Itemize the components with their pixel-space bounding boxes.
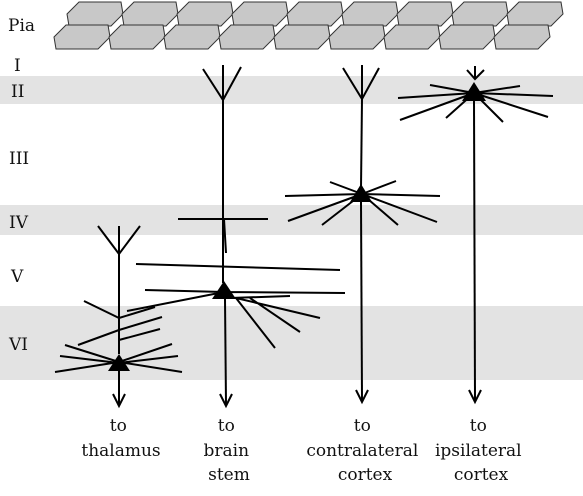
axon (473, 100, 476, 401)
pia-cell (341, 1, 399, 27)
basal-dendrites (397, 84, 554, 123)
target-line: to (470, 416, 487, 436)
target-line: thalamus (81, 441, 160, 461)
target-line: contralateral (306, 441, 418, 461)
neuron-ipsilateral-projecting (397, 66, 554, 405)
axon-arrowhead-icon (112, 393, 126, 409)
pia-cell (438, 24, 496, 50)
apical-tuft (466, 66, 485, 81)
basal-dendrites (284, 180, 441, 226)
band-layer-vi (0, 306, 583, 380)
layer-label-iv: IV (9, 213, 29, 233)
axon (360, 201, 363, 401)
pia-cell (506, 1, 564, 27)
target-line: cortex (454, 465, 509, 485)
target-line: brain (204, 441, 250, 461)
oblique-dendrites (135, 218, 341, 271)
pia-cell (231, 1, 289, 27)
pia-cell-layer (53, 1, 564, 50)
pia-cell (396, 1, 454, 27)
pia-cell (493, 24, 551, 50)
axon-arrowhead-icon (219, 393, 233, 409)
target-line: stem (208, 465, 250, 485)
layer-label-ii: II (11, 82, 24, 102)
pia-cell (108, 24, 166, 50)
pia-cell (328, 24, 386, 50)
layer-label-v: V (10, 267, 24, 287)
band-layer-ii (0, 76, 583, 104)
target-line: to (110, 416, 127, 436)
layer-label-vi: VI (8, 335, 28, 355)
basal-dendrites (126, 289, 346, 349)
layer-label-i: I (14, 56, 21, 76)
pia-cell (286, 1, 344, 27)
neuron-contralateral-projecting (284, 65, 441, 405)
pia-cell (66, 1, 124, 27)
layer-label-pia: Pia (8, 16, 35, 36)
cell-body (350, 184, 372, 202)
target-label-ipsilateral: to ipsilateral cortex (435, 416, 527, 485)
pia-cell (121, 1, 179, 27)
target-label-thalamus: to thalamus (81, 416, 160, 461)
target-line: to (218, 416, 235, 436)
target-line: cortex (338, 465, 393, 485)
pia-cell (163, 24, 221, 50)
target-label-contralateral: to contralateral cortex (306, 416, 423, 485)
target-line: ipsilateral (435, 441, 522, 461)
axon-arrowhead-icon (468, 389, 482, 405)
target-line: to (354, 416, 371, 436)
pia-cell (273, 24, 331, 50)
cell-body (212, 281, 236, 299)
pia-cell (451, 1, 509, 27)
cell-body (108, 354, 130, 371)
pia-cell (218, 24, 276, 50)
axon-arrowhead-icon (355, 389, 369, 405)
cell-body (462, 82, 486, 101)
pia-cell (176, 1, 234, 27)
axon (224, 298, 227, 405)
basal-dendrites (54, 300, 183, 373)
layer-label-iii: III (9, 149, 29, 169)
pia-cell (53, 24, 111, 50)
target-label-brainstem: to brain stem (204, 416, 255, 485)
neuron-thalamus-projecting (54, 225, 183, 409)
apical-dendrite (360, 98, 363, 189)
pia-cell (383, 24, 441, 50)
neuron-brainstem-projecting (126, 65, 346, 409)
